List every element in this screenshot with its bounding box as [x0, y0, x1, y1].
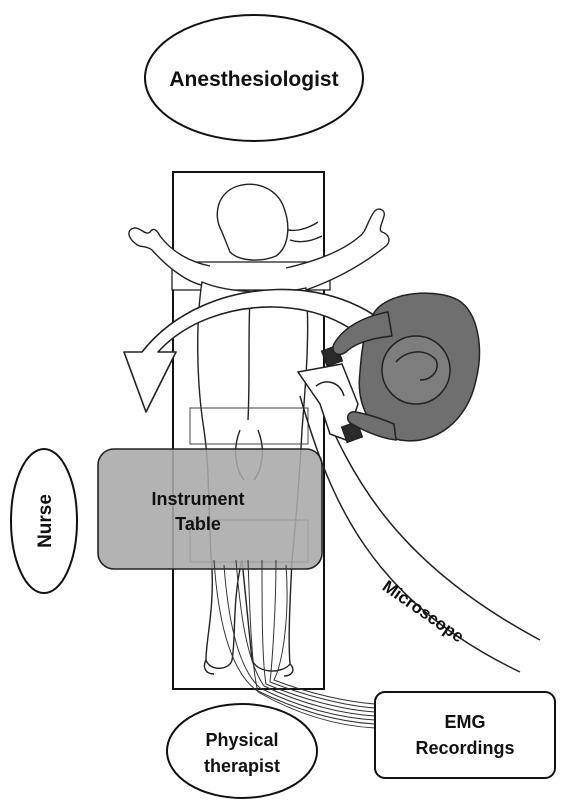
instrument-table-label-line1: Instrument [151, 489, 244, 509]
physical-therapist-node: Physical therapist [167, 704, 317, 798]
patient-left-arm [129, 228, 210, 286]
instrument-table [98, 449, 322, 569]
anesthesiologist-node: Anesthesiologist [145, 15, 363, 141]
instrument-table-label-line2: Table [175, 514, 221, 534]
emg-recordings-box [375, 692, 555, 778]
anesthesiologist-label: Anesthesiologist [169, 68, 338, 91]
emg-label-line2: Recordings [415, 738, 514, 758]
nurse-label: Nurse [35, 494, 56, 548]
patient-face-line [288, 222, 322, 242]
patient-right-arm [286, 209, 389, 290]
physical-therapist-label-line2: therapist [204, 756, 280, 776]
emg-recordings-node: EMG Recordings [375, 692, 555, 778]
physical-therapist-ellipse [167, 704, 317, 798]
emg-label-line1: EMG [444, 712, 485, 732]
nurse-node: Nurse [11, 449, 77, 593]
surgeon-head [382, 336, 450, 404]
physical-therapist-label-line1: Physical [205, 730, 278, 750]
instrument-table-node: Instrument Table [98, 449, 322, 569]
patient-head [217, 184, 288, 260]
emg-wires [214, 560, 375, 728]
microscope-label: Microscope [379, 577, 467, 647]
